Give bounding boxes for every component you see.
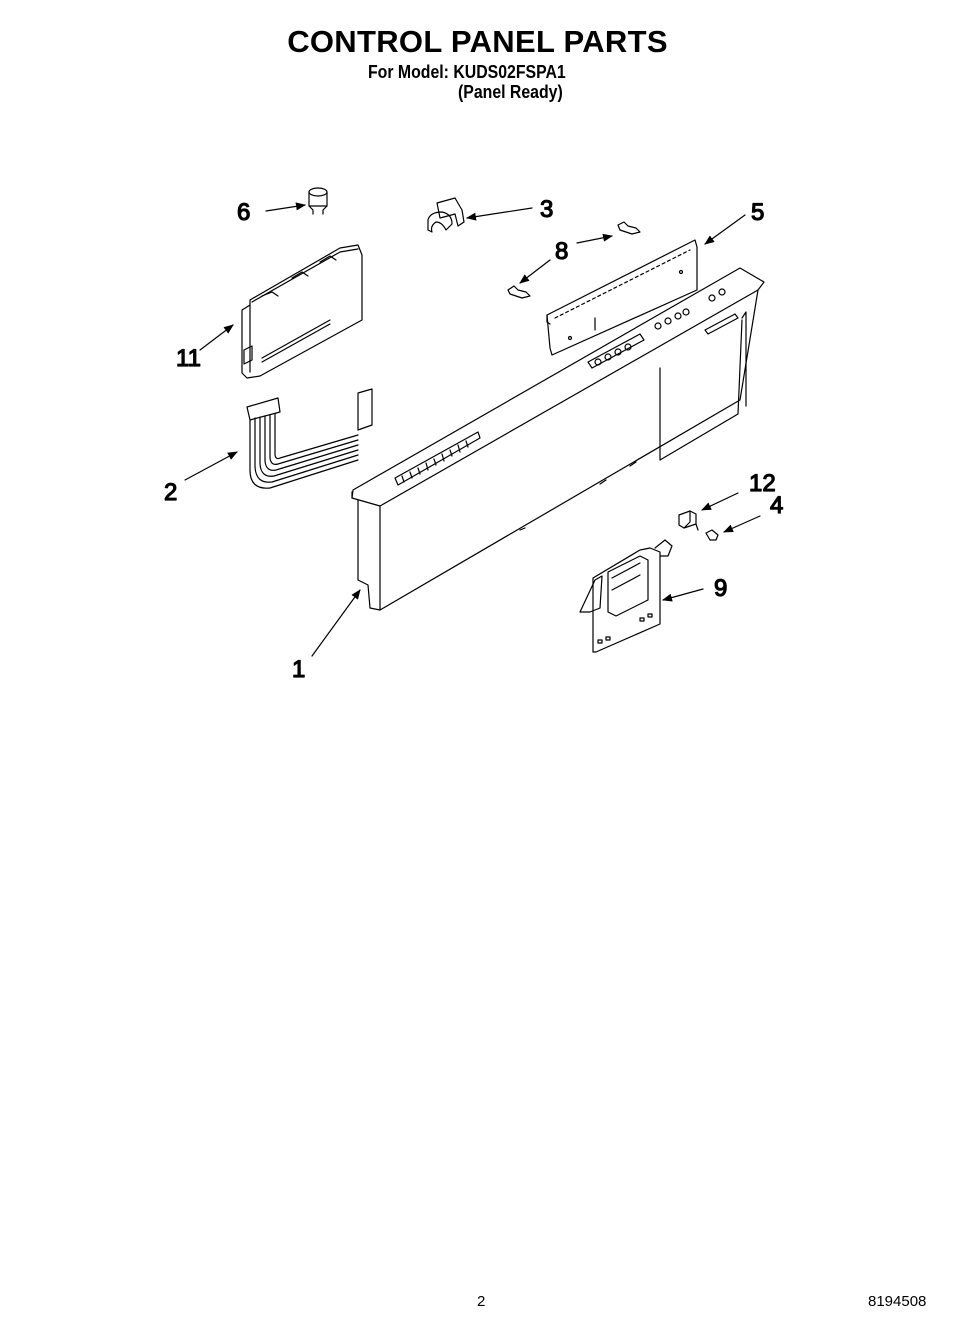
callout-4: 4	[770, 492, 783, 519]
callout-8: 8	[555, 238, 568, 265]
callout-1: 1	[292, 656, 305, 683]
part-8-screws	[507, 221, 641, 299]
part-2-ribbon-cable	[184, 388, 373, 489]
page-title: CONTROL PANEL PARTS	[287, 24, 668, 59]
part-6-plug	[265, 187, 328, 215]
page-number: 2	[477, 1293, 486, 1310]
callout-3: 3	[540, 196, 553, 223]
model-variant: (Panel Ready)	[458, 82, 563, 102]
callout-5: 5	[751, 199, 764, 226]
part-5-ui-board	[546, 214, 746, 356]
part-12-strike	[678, 492, 739, 531]
callout-6: 6	[237, 199, 250, 226]
callout-9: 9	[714, 575, 727, 602]
callout-2: 2	[164, 479, 177, 506]
part-9-switch-assembly	[579, 539, 704, 653]
model-number: For Model: KUDS02FSPA1	[368, 62, 566, 82]
part-3-clip	[427, 197, 533, 233]
callout-11: 11	[176, 345, 201, 372]
part-1-console	[311, 267, 765, 657]
callout-12: 12	[749, 470, 776, 497]
document-number: 8194508	[868, 1293, 927, 1310]
part-11-control-board	[199, 244, 363, 379]
part-4-screw	[705, 515, 761, 541]
